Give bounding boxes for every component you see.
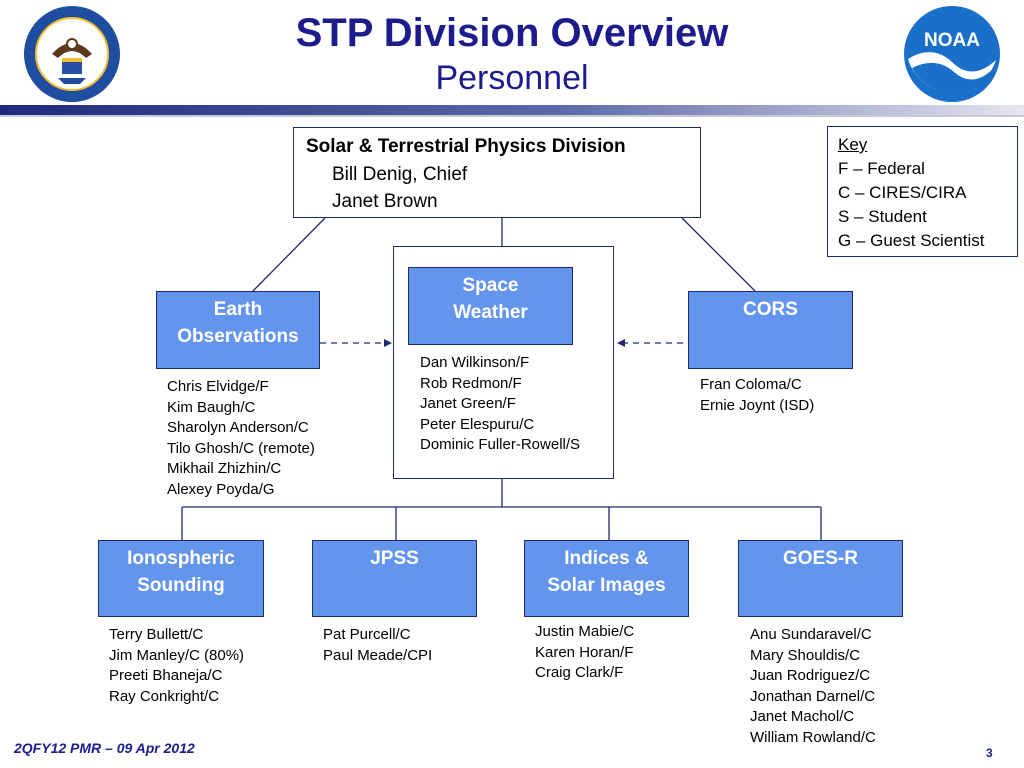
goes-r-box: GOES-R: [738, 540, 903, 617]
earth-observations-box: Earth Observations: [156, 291, 320, 369]
box-label: JPSS: [370, 548, 419, 569]
footer-text: 2QFY12 PMR – 09 Apr 2012: [14, 740, 195, 756]
page-subtitle: Personnel: [435, 59, 589, 97]
person: Ray Conkright/C: [109, 687, 220, 705]
person: Mikhail Zhizhin/C: [167, 460, 282, 477]
person: Justin Mabie/C: [535, 623, 635, 640]
person: Pat Purcell/C: [323, 626, 411, 643]
person: Dan Wilkinson/F: [420, 354, 530, 371]
person: Kim Baugh/C: [167, 398, 256, 416]
box-label: GOES-R: [783, 548, 858, 569]
svg-text:NOAA: NOAA: [924, 30, 980, 51]
person: Terry Bullett/C: [109, 626, 204, 643]
earth-observations-people: Chris Elvidge/F Kim Baugh/C Sharolyn And…: [167, 377, 315, 500]
key-title: Key: [838, 135, 868, 154]
ionospheric-sounding-box: Ionospheric Sounding: [98, 540, 264, 617]
box-label: Earth: [213, 299, 263, 320]
key-entry: F – Federal: [838, 159, 925, 178]
jpss-people: Pat Purcell/C Paul Meade/CPI: [323, 625, 432, 666]
ionospheric-sounding-people: Terry Bullett/C Jim Manley/C (80%) Preet…: [109, 625, 244, 707]
person: Craig Clark/F: [535, 664, 624, 681]
key-entry: S – Student: [838, 207, 927, 226]
person: Janet Green/F: [420, 395, 516, 412]
person: Mary Shouldis/C: [750, 646, 861, 664]
person: Preeti Bhaneja/C: [109, 667, 223, 684]
division-chief: Bill Denig, Chief: [332, 164, 468, 185]
box-label: CORS: [743, 299, 798, 320]
key-entry: G – Guest Scientist: [838, 231, 985, 250]
key-legend: Key F – Federal C – CIRES/CIRA S – Stude…: [827, 126, 1018, 257]
box-label: Weather: [453, 302, 528, 323]
box-label: Sounding: [137, 575, 225, 596]
person: Tilo Ghosh/C (remote): [167, 439, 315, 457]
commerce-seal-logo: [22, 4, 122, 104]
division-staff: Janet Brown: [332, 191, 438, 212]
person: Fran Coloma/C: [700, 376, 802, 393]
person: Rob Redmon/F: [420, 374, 522, 392]
indices-solar-images-people: Justin Mabie/C Karen Horan/F Craig Clark…: [535, 622, 634, 684]
key-entry: C – CIRES/CIRA: [838, 183, 967, 202]
division-name: Solar & Terrestrial Physics Division: [306, 136, 626, 157]
person: Anu Sundaravel/C: [750, 626, 872, 643]
person: Juan Rodriguez/C: [750, 667, 871, 684]
person: Peter Elespuru/C: [420, 415, 535, 433]
box-label: Space: [462, 275, 519, 296]
person: Jonathan Darnel/C: [750, 687, 876, 705]
box-label: Indices &: [564, 548, 649, 569]
person: Dominic Fuller-Rowell/S: [420, 436, 581, 453]
space-weather-frame: [393, 246, 614, 479]
page-number: 3: [986, 746, 993, 760]
division-box: Solar & Terrestrial Physics Division Bil…: [293, 127, 701, 218]
person: Paul Meade/CPI: [323, 646, 433, 664]
space-weather-people: Dan Wilkinson/F Rob Redmon/F Janet Green…: [420, 353, 580, 456]
person: Ernie Joynt (ISD): [700, 396, 815, 414]
goes-r-people: Anu Sundaravel/C Mary Shouldis/C Juan Ro…: [750, 625, 876, 748]
person: Jim Manley/C (80%): [109, 646, 245, 664]
cors-people: Fran Coloma/C Ernie Joynt (ISD): [700, 375, 814, 416]
cors-box: CORS: [688, 291, 853, 369]
header-divider-bar: [0, 103, 1024, 117]
noaa-logo: NOAA: [902, 4, 1002, 104]
box-label: Ionospheric: [127, 548, 235, 569]
person: Janet Machol/C: [750, 708, 855, 725]
jpss-box: JPSS: [312, 540, 477, 617]
person: Sharolyn Anderson/C: [167, 419, 309, 436]
person: Chris Elvidge/F: [167, 378, 269, 395]
person: Karen Horan/F: [535, 643, 634, 661]
page-title: STP Division Overview: [295, 11, 729, 55]
space-weather-box: Space Weather: [408, 267, 573, 345]
person: Alexey Poyda/G: [167, 480, 275, 498]
box-label: Solar Images: [547, 575, 666, 596]
indices-solar-images-box: Indices & Solar Images: [524, 540, 689, 617]
person: William Rowland/C: [750, 728, 876, 746]
box-label: Observations: [177, 326, 299, 347]
